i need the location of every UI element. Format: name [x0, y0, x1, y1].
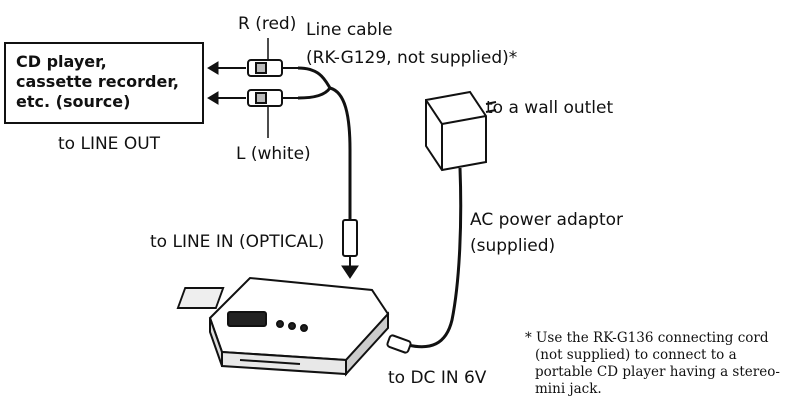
- line-in-label: to LINE IN (OPTICAL): [150, 232, 325, 252]
- source-line-1: CD player,: [16, 52, 107, 71]
- source-device-box: CD player, cassette recorder, etc. (sour…: [4, 42, 204, 124]
- dc-plug: [386, 334, 412, 354]
- source-line-3: etc. (source): [16, 92, 131, 111]
- footnote-line-1: * Use the RK-G136 connecting cord: [525, 330, 769, 346]
- wall-outlet-label: to a wall outlet: [486, 98, 614, 118]
- ac-adaptor: [425, 90, 497, 172]
- mini-plug: [342, 219, 358, 266]
- adaptor-cable: [407, 167, 463, 349]
- rca-plug-red: [247, 59, 298, 77]
- line-in-arrow: [341, 265, 359, 279]
- dc-in-label: to DC IN 6V: [388, 368, 487, 388]
- ac-adaptor-name: AC power adaptor: [470, 210, 624, 230]
- line-cable-title: Line cable: [306, 20, 393, 40]
- plug-red-label: R (red): [238, 14, 297, 34]
- footnote-line-3: portable CD player having a stereo-: [535, 364, 780, 380]
- footnote-line-4: mini jack.: [535, 381, 602, 397]
- recorder-device: [176, 276, 390, 377]
- ac-adaptor-supplied: (supplied): [470, 236, 556, 256]
- line-cable-model: (RK-G129, not supplied)*: [306, 48, 518, 68]
- source-line-2: cassette recorder,: [16, 72, 179, 91]
- source-arrows: [207, 61, 246, 105]
- line-out-label: to LINE OUT: [58, 134, 161, 154]
- footnote: * Use the RK-G136 connecting cord (not s…: [525, 330, 780, 398]
- line-cable: [297, 66, 352, 220]
- footnote-line-2: (not supplied) to connect to a: [535, 347, 737, 363]
- plug-white-label: L (white): [236, 144, 311, 164]
- source-device-label: CD player, cassette recorder, etc. (sour…: [16, 52, 179, 112]
- rca-plug-white: [247, 89, 298, 107]
